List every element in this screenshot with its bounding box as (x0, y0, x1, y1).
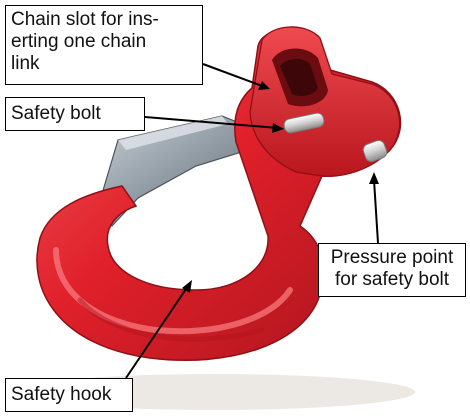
callout-pressure-point: Pressure point for safety bolt (318, 243, 466, 297)
callout-safety-hook-label: Safety hook (11, 384, 127, 406)
leader-pressure-point (374, 180, 378, 243)
arrowhead-pressure-point (369, 172, 379, 184)
callout-safety-bolt-label: Safety bolt (11, 103, 139, 125)
callout-chain-slot-line3: link (11, 53, 197, 75)
callout-pressure-point-line1: Pressure point (324, 247, 460, 269)
callout-safety-bolt: Safety bolt (5, 97, 145, 131)
hook-throat (112, 198, 258, 278)
callout-chain-slot-line2: erting one chain (11, 31, 197, 53)
callout-chain-slot-line1: Chain slot for ins- (11, 9, 197, 31)
callout-safety-hook: Safety hook (5, 378, 133, 412)
callout-chain-slot: Chain slot for ins- erting one chain lin… (5, 5, 203, 85)
callout-pressure-point-line2: for safety bolt (324, 269, 460, 291)
